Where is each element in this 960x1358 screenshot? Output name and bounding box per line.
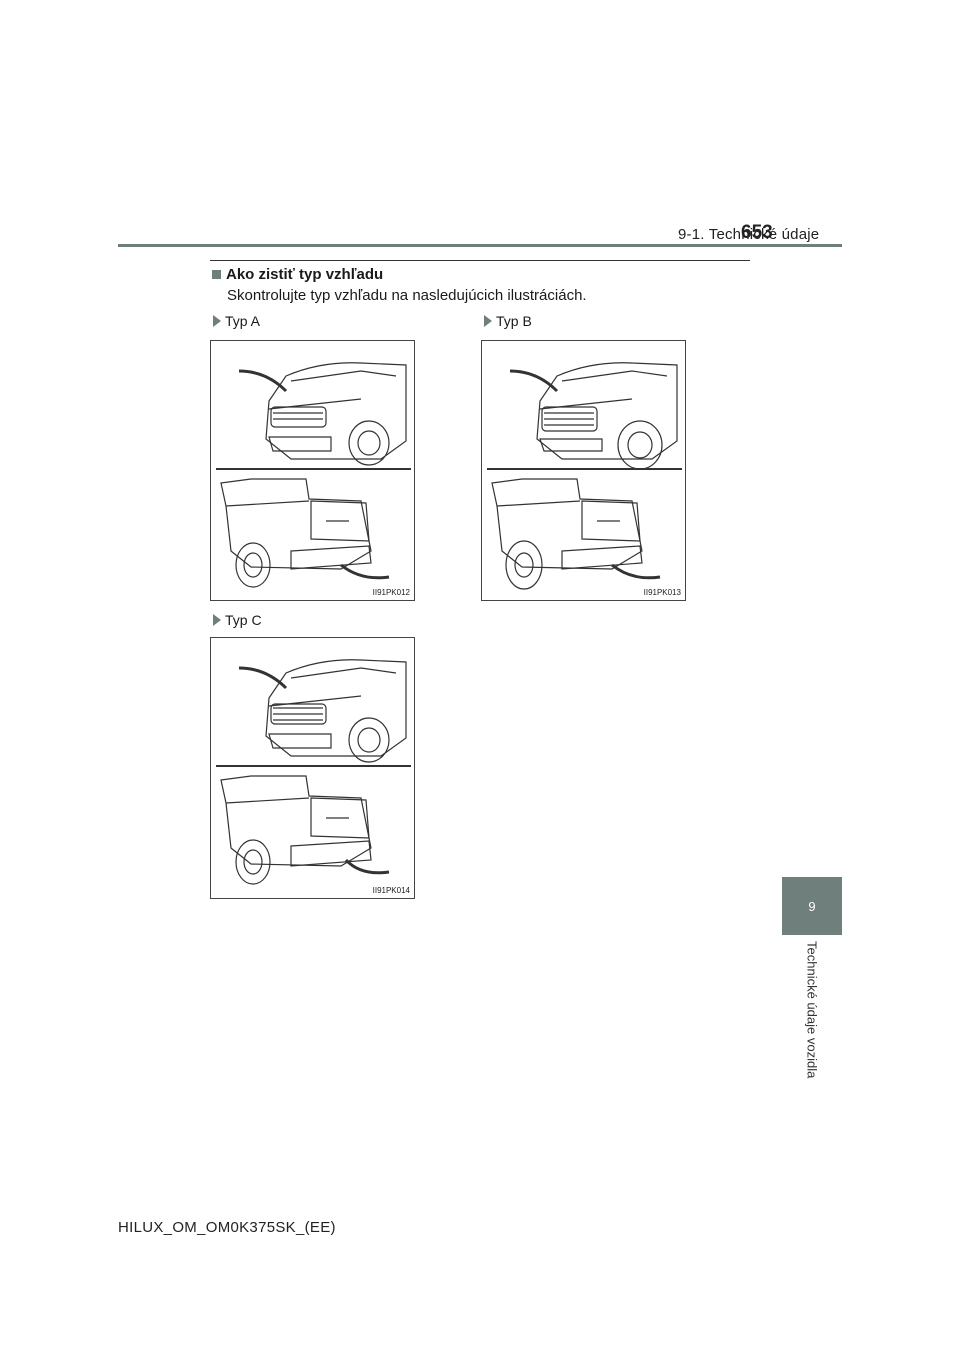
triangle-bullet-icon — [213, 315, 221, 327]
pickup-illustration — [487, 362, 682, 590]
header-rule — [118, 244, 842, 247]
chapter-tab: 9 — [782, 877, 842, 935]
square-bullet-icon — [212, 270, 221, 279]
heading-text: Ako zistiť typ vzhľadu — [226, 266, 384, 283]
figure-label-c: Typ C — [213, 612, 262, 628]
chapter-label: Technické údaje vozidla — [804, 941, 820, 1079]
figure-typ-a: II91PK012 — [210, 340, 415, 601]
page-number: 653 — [741, 222, 773, 243]
section-divider — [210, 260, 750, 261]
figure-code: II91PK014 — [372, 886, 410, 895]
figure-typ-b: II91PK013 — [481, 340, 686, 601]
figure-typ-c: II91PK014 — [210, 637, 415, 899]
triangle-bullet-icon — [484, 315, 492, 327]
pickup-illustration — [216, 362, 411, 588]
pickup-illustration — [216, 659, 411, 885]
figure-label-b: Typ B — [484, 313, 532, 329]
footer-code: HILUX_OM_OM0K375SK_(EE) — [118, 1219, 336, 1236]
section-heading: Ako zistiť typ vzhľadu — [212, 266, 383, 283]
figure-code: II91PK012 — [372, 588, 410, 597]
figure-code: II91PK013 — [643, 588, 681, 597]
figure-label-a: Typ A — [213, 313, 260, 329]
section-title: 9-1. Technické údaje — [678, 226, 820, 243]
body-text: Skontrolujte typ vzhľadu na nasledujúcic… — [227, 287, 587, 304]
triangle-bullet-icon — [213, 614, 221, 626]
